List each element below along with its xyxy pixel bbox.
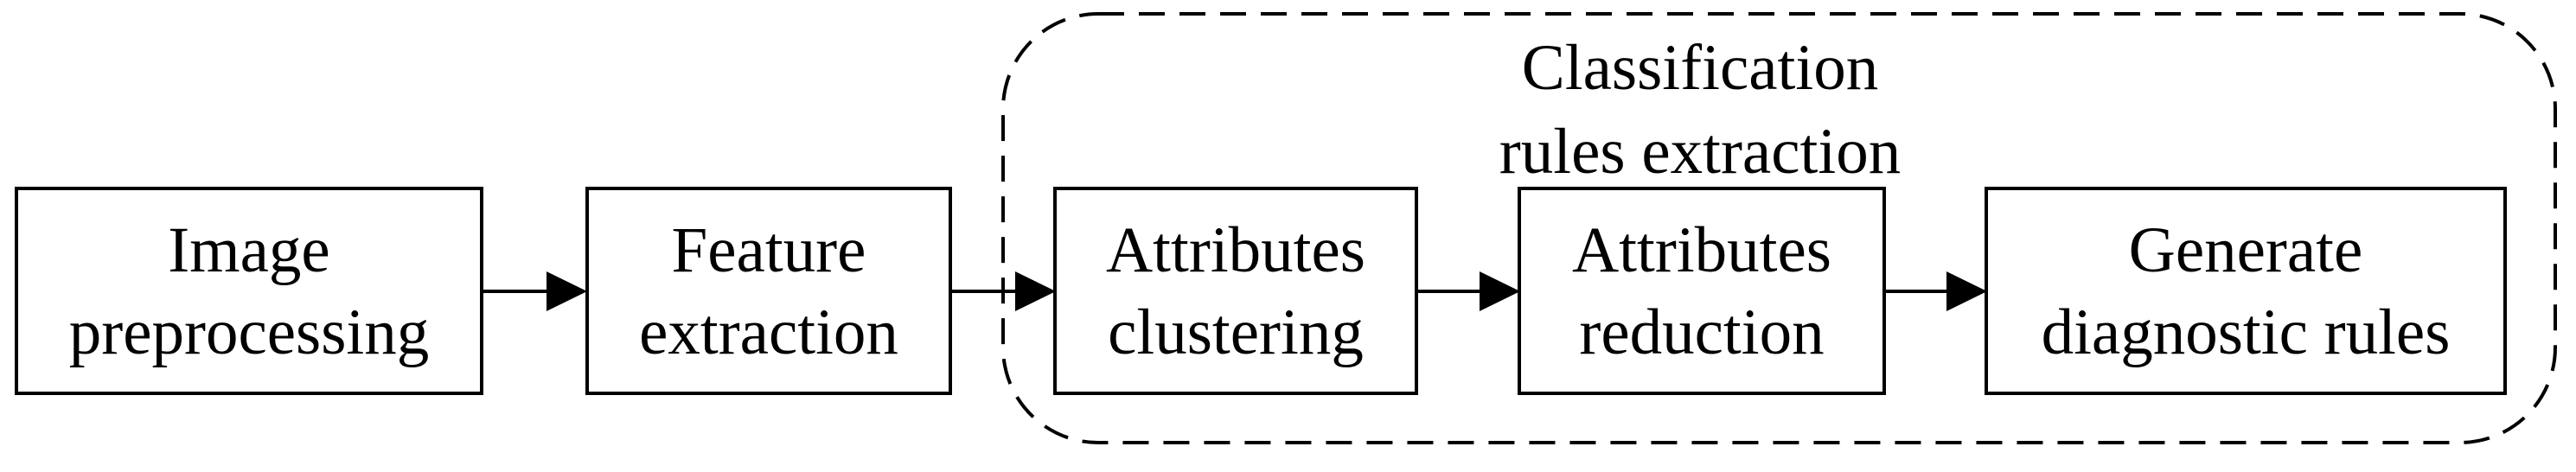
box-generate-diagnostic-rules: Generate diagnostic rules (1985, 187, 2507, 395)
box-image-preprocessing: Image preprocessing (15, 187, 483, 395)
box-attributes-clustering-label: Attributes clustering (1106, 214, 1365, 368)
box-attributes-reduction-label: Attributes reduction (1572, 214, 1831, 368)
arrow-3 (1418, 271, 1520, 311)
arrow-1 (483, 271, 587, 311)
box-generate-diagnostic-rules-label: Generate diagnostic rules (2041, 214, 2451, 368)
box-attributes-clustering: Attributes clustering (1053, 187, 1418, 395)
arrow-4 (1886, 271, 1987, 311)
group-title-line-2: rules extraction (1499, 116, 1902, 188)
box-image-preprocessing-label: Image preprocessing (68, 214, 430, 368)
box-feature-extraction: Feature extraction (585, 187, 952, 395)
box-feature-extraction-label: Feature extraction (639, 214, 898, 368)
classification-group-border (1001, 12, 2557, 444)
arrow-2 (952, 271, 1056, 311)
classification-group-title: Classification rules extraction (1441, 26, 1959, 194)
box-attributes-reduction: Attributes reduction (1518, 187, 1886, 395)
group-title-line-1: Classification (1521, 32, 1879, 104)
